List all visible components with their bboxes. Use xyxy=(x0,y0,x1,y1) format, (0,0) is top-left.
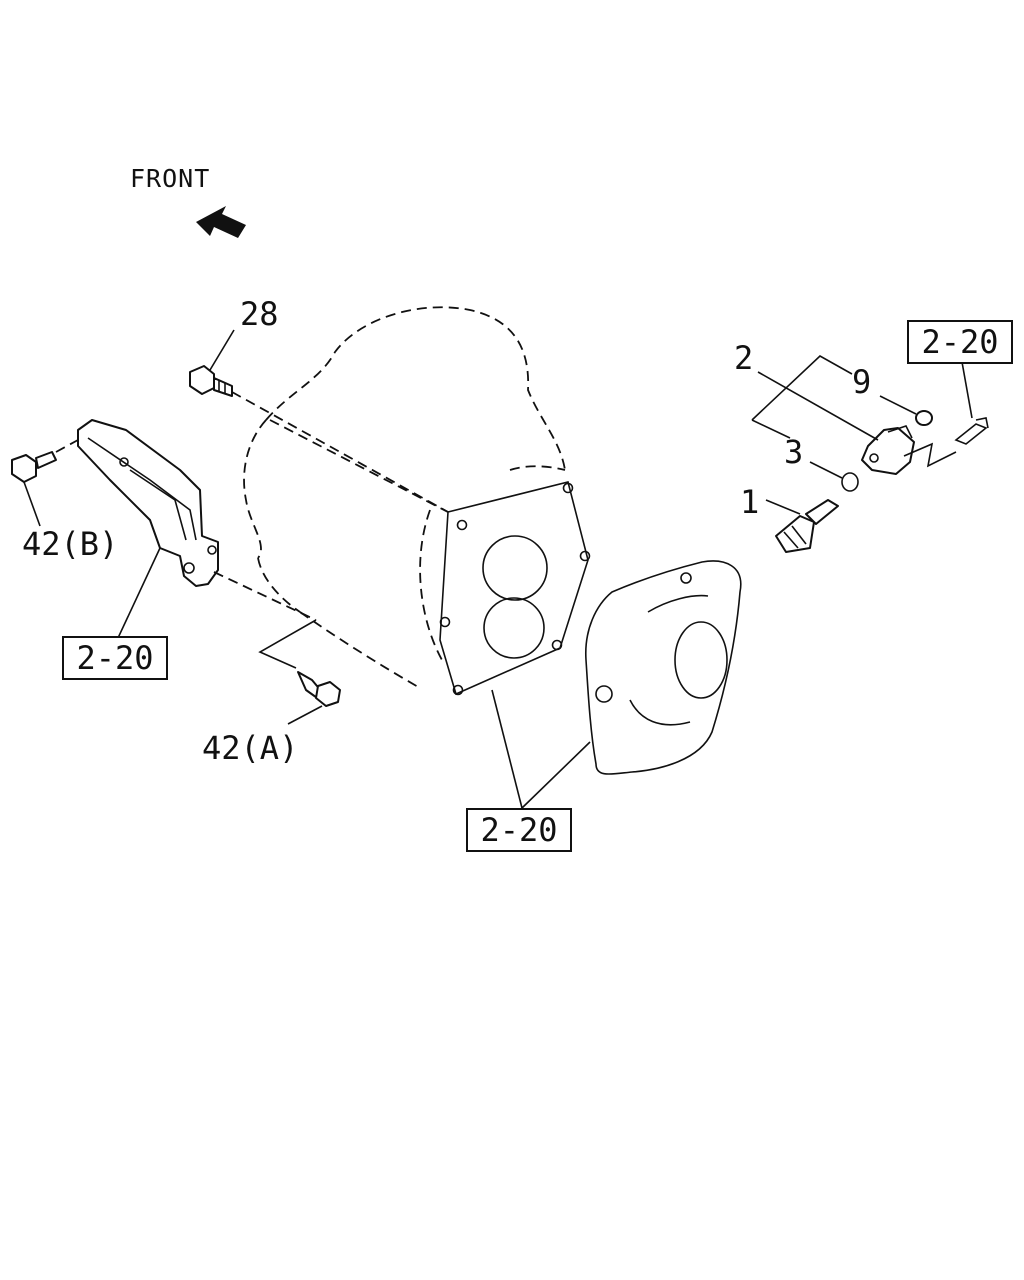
mount-bracket xyxy=(77,419,219,587)
part-3-oring xyxy=(841,472,859,492)
transmission-housing xyxy=(243,306,566,689)
front-label: FRONT xyxy=(130,164,211,193)
reference-box-bottom[interactable]: 2-20 xyxy=(466,808,572,852)
housing-rear-face xyxy=(439,481,591,696)
callout-28: 28 xyxy=(240,295,279,333)
part-9-cap xyxy=(915,410,933,426)
leader-lines xyxy=(23,329,973,809)
extension-housing xyxy=(585,560,742,775)
front-arrow-icon xyxy=(196,206,246,238)
part-1-gear xyxy=(775,499,839,553)
callout-42a: 42(A) xyxy=(202,729,299,767)
small-screw xyxy=(954,417,989,445)
callout-42b: 42(B) xyxy=(22,525,119,563)
callout-9: 9 xyxy=(852,363,872,401)
reference-box-top-right[interactable]: 2-20 xyxy=(907,320,1013,364)
callout-1: 1 xyxy=(740,483,760,521)
callout-2: 2 xyxy=(734,339,754,377)
bolt-42a xyxy=(297,671,341,707)
callout-3: 3 xyxy=(784,433,804,471)
bolt-42b xyxy=(11,451,57,483)
part-2-sleeve xyxy=(861,425,915,475)
reference-box-left[interactable]: 2-20 xyxy=(62,636,168,680)
bolt-28 xyxy=(189,365,233,397)
